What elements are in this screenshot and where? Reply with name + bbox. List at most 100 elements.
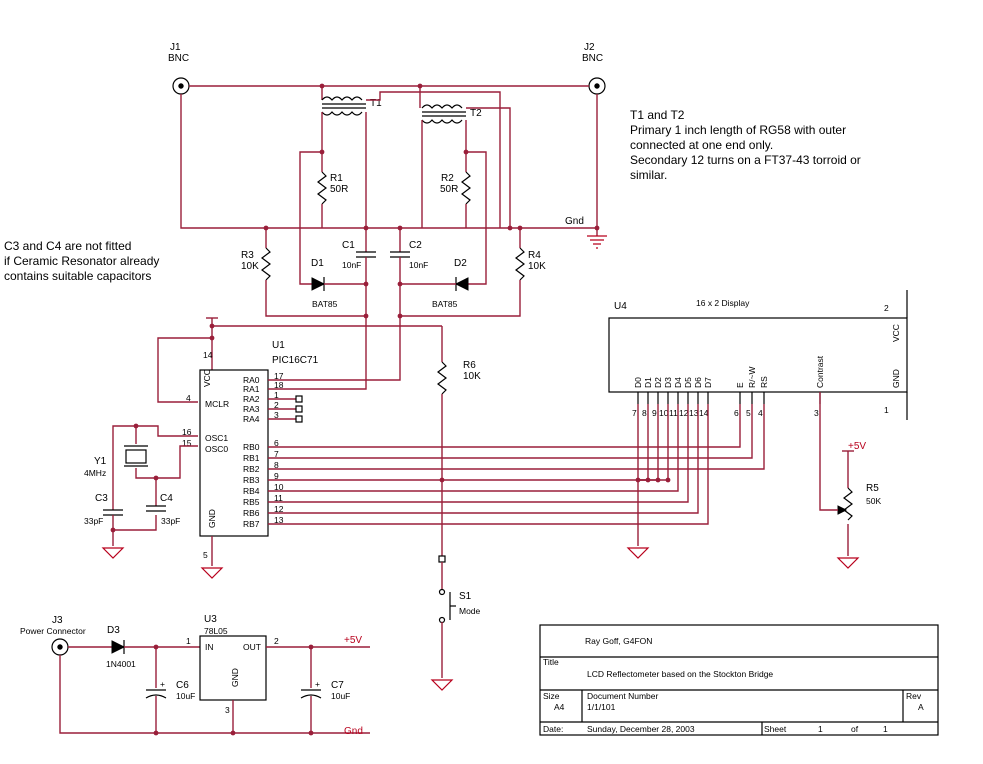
u1-pin-rb4-label: RB4 [243,486,260,496]
u3-gnd-label: GND [230,668,240,687]
d1-ref: D1 [311,258,324,269]
u3-in-label: IN [205,642,214,652]
ground-symbol-r5 [836,557,860,569]
c4-value: 33pF [161,516,180,526]
u1-pin-osc1-label: OSC1 [205,433,228,443]
s1-switch[interactable]: S1 Mode [438,562,481,678]
u4-pin-d5-num: 12 [679,408,689,418]
y1-ref: Y1 [94,456,107,467]
note-line: T1 and T2 [630,108,685,122]
r2-value: 50R [440,184,458,195]
junction-dot [665,477,671,483]
u1-pin-vcc-label: VCC [202,369,212,387]
d2-value: BAT85 [432,299,458,309]
u1-pin-ra0-num: 17 [274,371,284,381]
j3-value: Power Connector [20,626,86,636]
r2-resistor: R2 50R [440,152,471,228]
note-line: similar. [630,168,667,182]
u4-lcd-display: U4 16 x 2 Display D07D18D29D310D411D512D… [608,290,908,420]
no-connect-marker [295,415,303,423]
s1-value: Mode [459,606,481,616]
u4-pin-d2-label: D2 [653,377,663,388]
u1-pin-osc0-label: OSC0 [205,444,228,454]
u4-pin-d0-num: 7 [632,408,637,418]
rev-value: A [918,702,924,712]
u1-pin-vcc-num: 14 [203,350,213,360]
u1-pin-rb7-label: RB7 [243,519,260,529]
u1-pin-rb5-label: RB5 [243,497,260,507]
r4-value: 10K [528,261,546,272]
bus-wire-e [268,404,741,448]
ground-symbol-s1 [430,679,454,691]
title-block: Ray Goff, G4FON Title LCD Reflectometer … [539,624,939,736]
u1-pin-ra4-label: RA4 [243,414,260,424]
r6-resistor: R6 10K [437,326,481,395]
bus-wire-rw [268,404,753,459]
c7-capacitor: + C7 10uF [300,647,350,733]
u1-pin-rb1-num: 7 [274,449,279,459]
u3-pin-out: 2 [274,636,279,646]
s1-ref: S1 [459,591,472,602]
c3-ref: C3 [95,493,108,504]
title-label: Title [543,657,559,667]
u4-pin-d0-label: D0 [633,377,643,388]
bridge-ground-loop [180,94,598,229]
u4-pin-d5-label: D5 [683,377,693,388]
t1-transformer: T1 [321,96,382,116]
u1-pin-osc1-num: 16 [182,427,192,437]
j2-value: BNC [582,53,603,64]
ground-symbol-u1 [200,567,224,579]
u4-pin-d2-num: 9 [652,408,657,418]
u1-pin-ra3-num: 2 [274,400,279,410]
bus-wire-d7 [268,404,709,525]
of-label: of [851,724,859,734]
transformer-note: T1 and T2 Primary 1 inch length of RG58 … [630,108,861,182]
u4-pin-contrast-num: 3 [814,408,819,418]
u4-pin-rw-label: R/~W [747,367,757,389]
bus-wire-rs [268,404,765,470]
no-connect-marker [295,395,303,403]
u4-gnd-num: 1 [884,405,889,415]
author: Ray Goff, G4FON [585,636,652,646]
size-value: A4 [554,702,565,712]
c4-ref: C4 [160,493,173,504]
bus-wire-d5 [268,404,689,503]
u1-pin-rb4-num: 10 [274,482,284,492]
d2-diode: D2 BAT85 [400,228,487,309]
r1-resistor: R1 50R [317,152,348,228]
c4-capacitor: C4 33pF [146,493,180,526]
u1-pin-rb5-num: 11 [274,493,283,503]
u1-pin-mclr-num: 4 [186,393,191,403]
u3-ref: U3 [204,614,217,625]
ground-symbol-bridge: Gnd [565,216,607,249]
u1-pin-rb1-label: RB1 [243,453,260,463]
r5-ref: R5 [866,483,879,494]
u4-pin-d4-num: 11 [669,408,678,418]
u3-pin-in: 1 [186,636,191,646]
u1-pin-ra0-label: RA0 [243,375,260,385]
j3-power-connector: J3 Power Connector [20,615,86,656]
drawing-title: LCD Reflectometer based on the Stockton … [587,669,773,679]
y1-value: 4MHz [84,468,106,478]
r5-value: 50K [866,496,881,506]
j2-ref: J2 [584,42,595,53]
data-bus-wires [268,404,765,546]
capacitor-note: C3 and C4 are not fitted if Ceramic Reso… [4,239,159,283]
r3-value: 10K [241,261,259,272]
bus-wire-d6 [268,404,699,514]
d1-value: BAT85 [312,299,338,309]
r6-value: 10K [463,371,481,382]
j1-bnc-connector: J1 BNC [168,42,190,95]
c7-ref: C7 [331,680,344,691]
u1-ref: U1 [272,340,285,351]
u1-part: PIC16C71 [272,355,319,366]
r5-vcc-label: +5V [848,441,866,452]
u4-pin-rs-label: RS [759,376,769,388]
gnd-net-label: Gnd [565,216,584,227]
sheet-value: 1 [818,724,823,734]
c7-value: 10uF [331,691,350,701]
c6-ref: C6 [176,680,189,691]
u1-pin-rb2-label: RB2 [243,464,260,474]
